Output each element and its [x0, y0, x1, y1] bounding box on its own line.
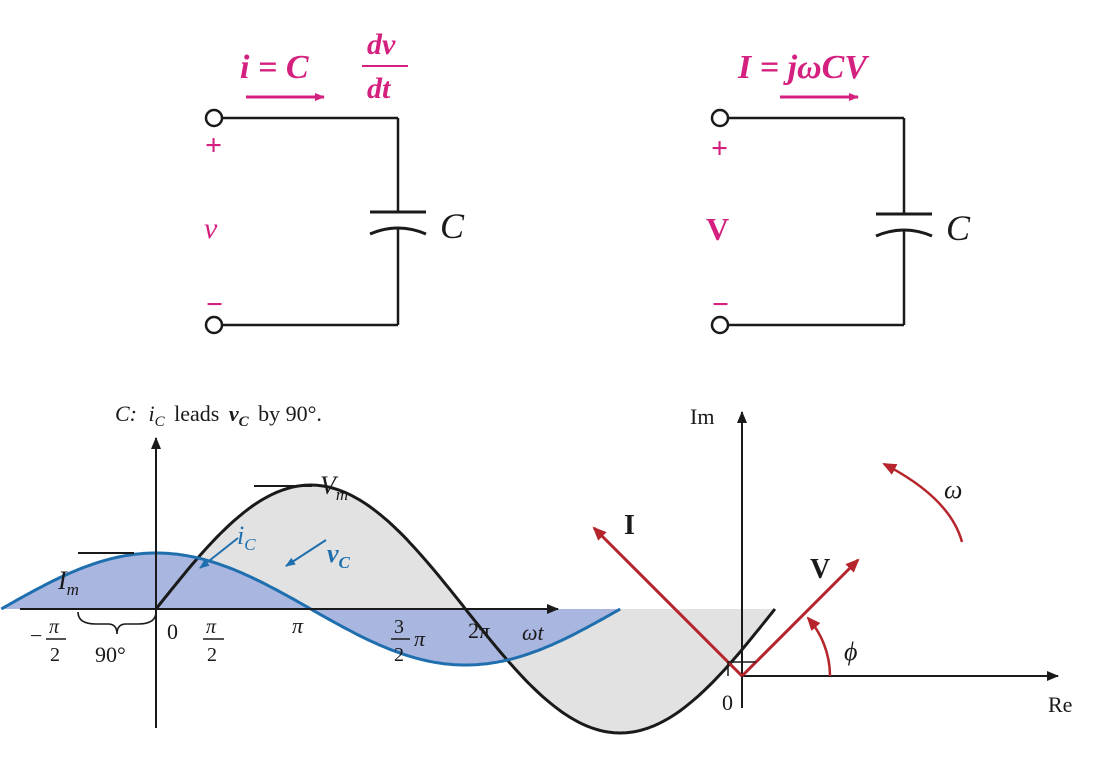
phasor-equation: I = jωCV [737, 49, 869, 86]
tick-pi: π [292, 613, 304, 638]
eq-lhs: i = C [240, 49, 309, 86]
ic-pointer-arrow [199, 537, 239, 569]
vc-label: vC [327, 539, 351, 572]
plus-sign: + [205, 129, 222, 162]
current-phasor [592, 526, 744, 678]
phasor-domain-circuit: I = jωCV + V − C [706, 49, 971, 335]
voltage-amplitude-label: Vm [320, 471, 348, 504]
current-amplitude-label: Im [57, 566, 79, 599]
phasor-capacitor-label: C [946, 208, 971, 248]
phasor-voltage-label: V [706, 211, 729, 247]
ic-label: iC [237, 521, 256, 554]
tick-zero: 0 [167, 619, 178, 644]
svg-text:π: π [49, 616, 60, 638]
vc-pointer-arrow [285, 539, 327, 567]
svg-text:2: 2 [394, 644, 404, 666]
phasor-plus-sign: + [711, 132, 728, 165]
phi-arc [806, 616, 832, 677]
time-domain-circuit: i = C dv dt + v − C [204, 28, 465, 335]
svg-text:−: − [30, 623, 42, 648]
phase-shift-label: 90° [95, 642, 126, 667]
voltage-phasor-label: V [810, 554, 830, 585]
eq-numerator: dv [367, 28, 396, 61]
svg-text:3: 3 [394, 616, 404, 638]
waveform-plot: C: iC leads vC by 90°. Im Vm iC vC 90° −… [0, 401, 777, 735]
waveform-caption: C: iC leads vC by 90°. [115, 401, 322, 431]
tick-neg-pi-over-2: − π 2 [30, 616, 66, 666]
phasor-bottom-terminal [710, 315, 730, 335]
eq-denominator: dt [367, 72, 392, 105]
svg-text:2: 2 [50, 644, 60, 666]
svg-text:2: 2 [207, 644, 217, 666]
im-axis-label: Im [690, 404, 714, 429]
rotation-arrow [882, 462, 964, 543]
re-axis-label: Re [1048, 692, 1072, 717]
origin-label: 0 [722, 690, 733, 715]
x-axis-label: ωt [522, 620, 545, 645]
current-phasor-label: I [624, 510, 635, 541]
voltage-phasor [740, 558, 860, 678]
right-angle-marker [727, 661, 742, 676]
tick-two-pi: 2π [468, 618, 490, 643]
top-terminal [204, 108, 224, 128]
phasor-minus-sign: − [712, 288, 729, 321]
phi-label: ϕ [844, 637, 857, 666]
tick-three-halves-pi: 3 2 π [391, 616, 426, 666]
minus-sign: − [206, 288, 223, 321]
capacitor-label: C [440, 206, 465, 246]
svg-text:π: π [414, 626, 426, 651]
tick-pi-over-2: π 2 [203, 616, 224, 666]
phasor-top-terminal [710, 108, 730, 128]
omega-label: ω [944, 475, 962, 504]
bottom-terminal [204, 315, 224, 335]
voltage-label: v [204, 212, 218, 245]
phase-brace [77, 611, 157, 635]
svg-text:π: π [206, 616, 217, 638]
phasor-diagram: Im Re 0 I V ϕ ω [592, 404, 1072, 717]
